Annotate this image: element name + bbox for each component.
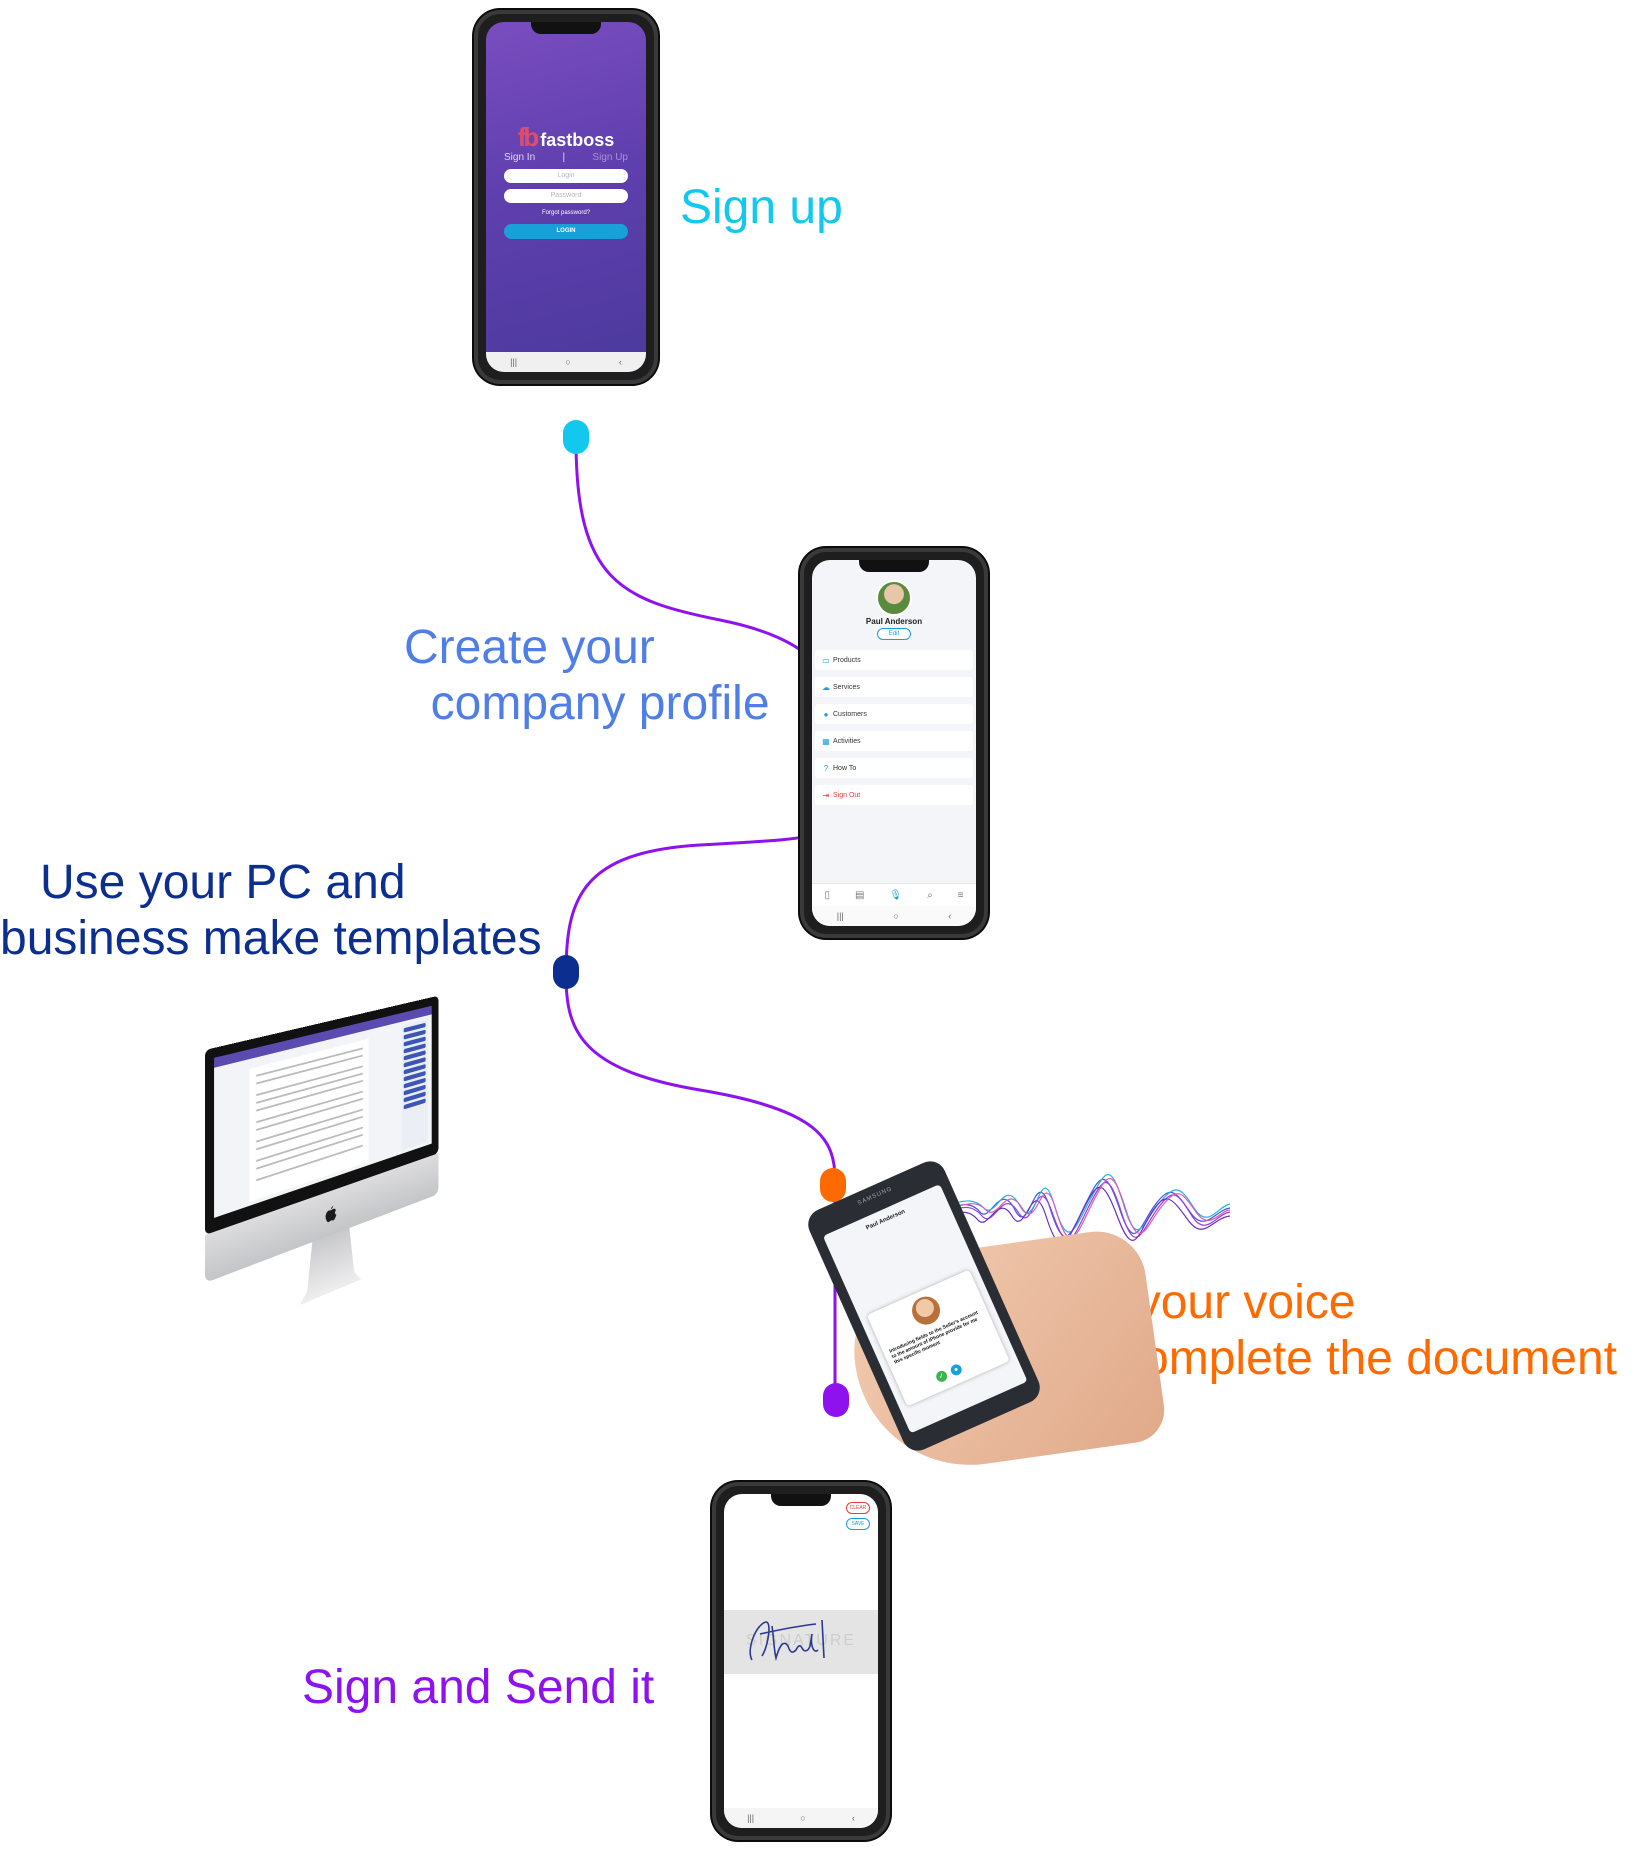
step-label-profile: Create your company profile xyxy=(404,620,770,732)
profile-name: Paul Anderson xyxy=(812,617,976,626)
flow-connector-line xyxy=(566,440,835,1405)
brand-mark-icon: fb xyxy=(518,122,537,153)
step-label-sign: Sign and Send it xyxy=(302,1660,654,1716)
templates-tab-icon[interactable]: ▤ xyxy=(855,890,864,901)
clear-button[interactable]: CLEAR xyxy=(846,1502,870,1514)
voice-wave-line xyxy=(940,1183,1230,1240)
imac-mockup xyxy=(205,1050,535,1470)
menu-item-label: How To xyxy=(833,765,856,772)
menu-item-activities[interactable]: ▦Activities xyxy=(815,731,973,751)
phone-notch xyxy=(859,560,929,572)
phone-notch xyxy=(771,1494,831,1506)
login-button[interactable]: LOGIN xyxy=(504,224,628,239)
tab-sign-in[interactable]: Sign In xyxy=(504,152,535,163)
step-dot-sign-up xyxy=(563,420,589,454)
back-icon[interactable]: ‹ xyxy=(852,1813,855,1823)
step-dot-templates xyxy=(553,955,579,989)
documents-tab-icon[interactable]: ▯ xyxy=(824,890,830,901)
activities-icon: ▦ xyxy=(819,737,833,746)
back-icon[interactable]: ‹ xyxy=(619,357,622,367)
home-icon[interactable]: ○ xyxy=(565,357,570,367)
customers-icon: ● xyxy=(819,710,833,719)
step-dot-sign xyxy=(823,1383,849,1417)
handwritten-signature xyxy=(738,1610,858,1674)
signature-pad[interactable]: SIGNATURE xyxy=(724,1610,878,1674)
menu-item-customers[interactable]: ●Customers xyxy=(815,704,973,724)
tab-sign-up[interactable]: Sign Up xyxy=(592,152,628,163)
home-icon[interactable]: ○ xyxy=(800,1813,805,1823)
signature-screen: CLEAR SAVE SIGNATURE ||| ○ ‹ xyxy=(724,1494,878,1828)
voice-dialog: Introducing fields to the Seller's accou… xyxy=(867,1270,1010,1407)
recent-apps-icon[interactable]: ||| xyxy=(510,357,517,367)
avatar xyxy=(876,580,912,616)
menu-item-services[interactable]: ☁Services xyxy=(815,677,973,697)
search-tab-icon[interactable]: ⌕ xyxy=(927,890,933,901)
mic-icon[interactable]: ● xyxy=(949,1363,964,1378)
field-sidebar xyxy=(402,1019,428,1151)
android-navbar: ||| ○ ‹ xyxy=(486,352,646,372)
home-icon[interactable]: ○ xyxy=(893,911,898,921)
menu-item-label: Products xyxy=(833,657,861,664)
tab-separator: | xyxy=(562,152,565,163)
mic-tab-icon[interactable]: 🎙 xyxy=(889,890,902,901)
apple-logo-icon xyxy=(325,1203,337,1229)
android-navbar: ||| ○ ‹ xyxy=(812,906,976,926)
help-icon: ? xyxy=(819,764,833,773)
menu-item-products[interactable]: ▭Products xyxy=(815,650,973,670)
recent-apps-icon[interactable]: ||| xyxy=(837,911,844,921)
login-input[interactable]: Login xyxy=(504,169,628,183)
app-logo: fbfastboss xyxy=(486,122,646,153)
phone-signature-mockup: CLEAR SAVE SIGNATURE ||| ○ ‹ xyxy=(712,1482,890,1840)
auth-tabs: Sign In | Sign Up xyxy=(504,152,628,163)
back-icon[interactable]: ‹ xyxy=(948,911,951,921)
edit-profile-button[interactable]: Edit xyxy=(877,628,911,640)
menu-item-label: Customers xyxy=(833,711,867,718)
step-label-sign-up: Sign up xyxy=(680,180,843,236)
services-icon: ☁ xyxy=(819,683,833,692)
phone-notch xyxy=(531,22,601,34)
save-button[interactable]: SAVE xyxy=(846,1518,870,1530)
forgot-password-link[interactable]: Forgot password? xyxy=(486,210,646,216)
menu-item-label: Sign Out xyxy=(833,792,860,799)
login-screen: fbfastboss Sign In | Sign Up Login Passw… xyxy=(486,22,646,372)
menu-item-sign-out[interactable]: ⇥Sign Out xyxy=(815,785,973,805)
android-navbar: ||| ○ ‹ xyxy=(724,1808,878,1828)
check-icon[interactable]: ✓ xyxy=(934,1369,949,1384)
assistant-avatar xyxy=(908,1292,945,1329)
brand-name: fastboss xyxy=(540,130,614,150)
products-icon: ▭ xyxy=(819,656,833,665)
phone-profile-mockup: Paul Anderson Edit ▭Products ☁Services ●… xyxy=(800,548,988,938)
menu-tab-icon[interactable]: ≡ xyxy=(958,890,964,901)
phone-login-mockup: fbfastboss Sign In | Sign Up Login Passw… xyxy=(474,10,658,384)
sign-out-icon: ⇥ xyxy=(819,791,833,800)
password-input[interactable]: Password xyxy=(504,189,628,203)
menu-item-how-to[interactable]: ?How To xyxy=(815,758,973,778)
step-dot-voice xyxy=(820,1168,846,1202)
menu-item-label: Activities xyxy=(833,738,861,745)
profile-screen: Paul Anderson Edit ▭Products ☁Services ●… xyxy=(812,560,976,926)
menu-item-label: Services xyxy=(833,684,860,691)
step-label-templates: Use your PC and business make templates xyxy=(0,855,542,967)
voice-wave-line xyxy=(940,1174,1230,1232)
bottom-tab-bar: ▯ ▤ 🎙 ⌕ ≡ xyxy=(812,883,976,906)
profile-name: Paul Anderson xyxy=(826,1191,945,1249)
recent-apps-icon[interactable]: ||| xyxy=(747,1813,754,1823)
document-page xyxy=(249,1039,368,1202)
